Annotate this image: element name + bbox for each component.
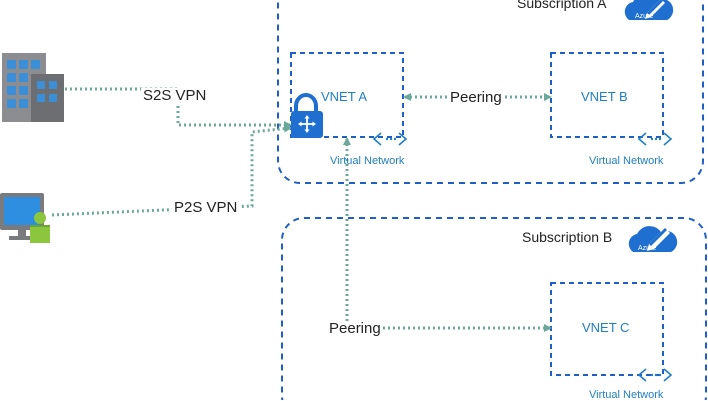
- vnet-b-label: VNET B: [581, 89, 628, 104]
- vnet-a-label: VNET A: [321, 89, 368, 104]
- virtual-network-icon: [372, 132, 408, 146]
- vnet-c-label: VNET C: [582, 320, 630, 335]
- building-icon: [2, 53, 64, 122]
- peering-ab-label: Peering: [448, 89, 504, 106]
- vpn-gateway-lock-icon: [291, 93, 323, 138]
- s2s-vpn-label: S2S VPN: [141, 87, 209, 104]
- vnet-c-caption: Virtual Network: [589, 389, 664, 401]
- subscription-a-container: [277, 0, 704, 184]
- azure-badge-text: Azure: [638, 245, 656, 252]
- virtual-network-icon: [637, 132, 673, 146]
- computer-icon: [0, 193, 50, 243]
- vnet-b-box: [550, 52, 664, 138]
- azure-badge-icon: Azure: [628, 226, 678, 252]
- p2s-connector: [51, 124, 292, 217]
- p2s-vpn-label: P2S VPN: [172, 199, 240, 216]
- subscription-b-label: Subscription B: [522, 229, 613, 245]
- azure-badge-icon: Azure: [624, 0, 674, 20]
- virtual-network-icon: [637, 368, 673, 382]
- vnet-b-caption: Virtual Network: [589, 155, 664, 167]
- s2s-connector: [65, 87, 292, 129]
- vnet-a-caption: Virtual Network: [330, 155, 405, 167]
- peering-ac-label: Peering: [327, 320, 383, 337]
- subscription-a-label: Subscription A: [517, 0, 607, 11]
- azure-badge-text: Azure: [635, 13, 653, 20]
- peering-ac-connector: [343, 137, 552, 332]
